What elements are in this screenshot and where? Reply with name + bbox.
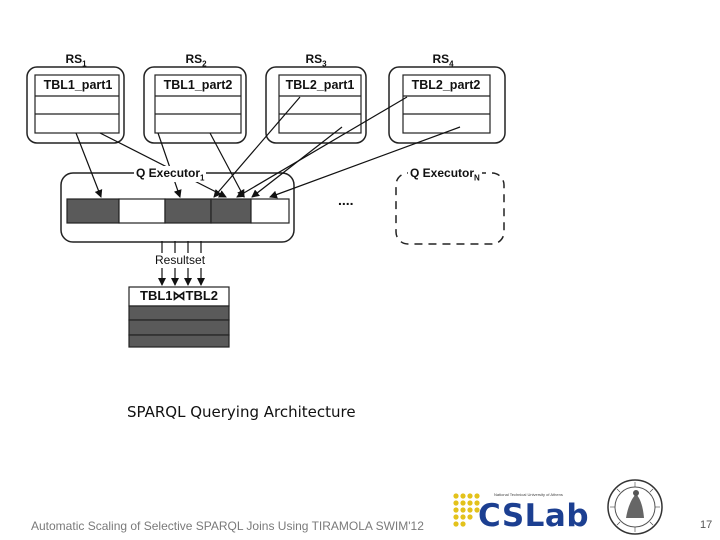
region-server-1 bbox=[26, 66, 125, 144]
join-table-name: TBL1⋈TBL2 bbox=[140, 288, 218, 303]
region-server-4 bbox=[388, 66, 506, 144]
dot-grid-icon bbox=[453, 493, 480, 527]
cslab-logo-text: CSLab bbox=[478, 498, 590, 534]
rs3-table-name: TBL2_part1 bbox=[285, 78, 355, 92]
rs4-label: RS4 bbox=[432, 52, 454, 69]
footer-text: Automatic Scaling of Selective SPARQL Jo… bbox=[31, 519, 424, 533]
executor1-label: Q Executor1 bbox=[134, 166, 207, 183]
data-flow-arrows bbox=[75, 96, 461, 199]
page-number: 17 bbox=[700, 519, 713, 531]
rs2-table-name: TBL1_part2 bbox=[163, 78, 233, 92]
rs2-label: RS2 bbox=[185, 52, 207, 69]
rs1-table-name: TBL1_part1 bbox=[43, 78, 113, 92]
executorN-label: Q ExecutorN bbox=[408, 166, 482, 183]
rs3-label: RS3 bbox=[305, 52, 327, 69]
ellipsis: .... bbox=[338, 192, 354, 208]
region-server-2 bbox=[143, 66, 247, 144]
figure-caption: SPARQL Querying Architecture bbox=[127, 403, 356, 421]
cslab-subtitle: National Technical University of Athens bbox=[494, 492, 563, 497]
cslab-logo bbox=[452, 492, 600, 534]
rs1-label: RS1 bbox=[65, 52, 87, 69]
region-server-3 bbox=[265, 66, 367, 144]
join-result-table bbox=[128, 286, 230, 348]
resultset-label: Resultset bbox=[155, 253, 206, 267]
q-executor-1 bbox=[60, 172, 295, 243]
rs4-table-name: TBL2_part2 bbox=[411, 78, 481, 92]
university-seal-icon bbox=[607, 479, 663, 535]
q-executor-n bbox=[395, 172, 505, 245]
resultset-arrows bbox=[158, 241, 205, 286]
